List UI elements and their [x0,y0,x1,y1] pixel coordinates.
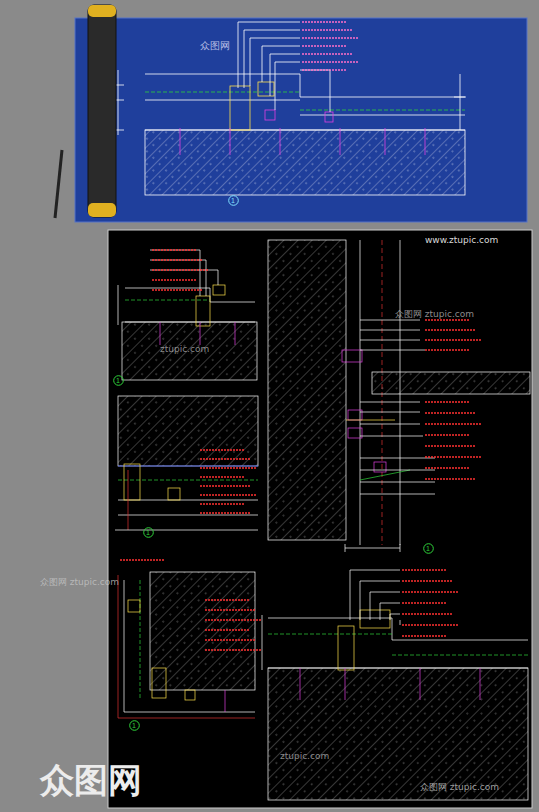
annotation-mark [302,69,347,71]
watermark: 众图网 ztupic.com [40,578,119,588]
paper-roll [88,5,116,217]
callout-number: 1 [113,375,124,386]
watermark: ztupic.com [280,752,329,762]
blue-sheet [75,18,527,222]
annotation-mark [302,21,347,23]
annotation-mark [120,559,165,561]
leader-line [390,614,400,620]
annotation-mark [205,639,256,641]
annotation-mark [302,29,353,31]
annotation-mark [302,37,359,39]
annotation-mark [152,249,197,251]
leader-line [360,350,425,351]
annotation-mark [205,649,262,651]
annotation-mark [425,478,476,480]
annotation-mark [425,401,470,403]
annotation-mark [200,512,251,514]
leader-line [350,570,400,620]
black-sheet [108,230,532,808]
annotation-mark [425,329,476,331]
leader-line [360,402,420,403]
leader-line [360,330,420,331]
annotation-mark [200,503,245,505]
pen [55,150,62,218]
roll-cap [88,203,116,217]
annotation-mark [205,609,256,611]
callout-circle: 1 [129,720,140,731]
annotation-mark [402,635,447,637]
roll-cap [88,5,116,17]
leader-line [360,412,420,413]
annotation-mark [205,629,250,631]
annotation-mark [200,476,245,478]
callout-circle: 1 [228,195,239,206]
annotation-mark [402,602,447,604]
watermark: 众图网 ztupic.com [420,783,499,793]
annotation-mark [152,269,209,271]
annotation-mark [425,434,470,436]
leader-line [370,592,400,620]
annotation-mark [200,458,251,460]
annotation-mark [205,599,250,601]
annotation-mark [425,445,476,447]
annotation-mark [205,619,262,621]
annotation-mark [425,467,470,469]
annotation-mark [425,423,482,425]
callout-number: 1 [143,527,154,538]
website-url: www.ztupic.com [425,236,498,246]
logo-text: 众图网 [40,762,142,799]
leader-line [360,581,400,620]
leader-line [360,458,435,459]
callout-number: 1 [228,195,239,206]
annotation-mark [200,467,257,469]
watermark: 众图网 [200,40,230,51]
annotation-mark [402,624,459,626]
watermark: 众图网 ztupic.com [395,310,474,320]
annotation-mark [302,53,353,55]
annotation-mark [402,613,453,615]
leader-line [360,494,435,495]
leader-line [380,603,400,620]
leader-line [400,620,401,625]
annotation-mark [425,412,476,414]
black-drawings [115,240,530,800]
leader-line [360,436,423,437]
annotation-mark [425,319,470,321]
leader-line [360,470,435,471]
leader-line [360,424,420,425]
annotation-mark [425,456,482,458]
annotation-mark [402,580,453,582]
callout-number: 1 [129,720,140,731]
blue-drawing [112,22,466,195]
annotation-mark [200,494,257,496]
annotation-mark [425,339,482,341]
annotation-mark [152,279,197,281]
callout-circle: 1 [113,375,124,386]
leader-line [360,340,420,341]
annotation-mark [152,289,203,291]
annotation-mark [302,45,347,47]
annotation-mark [200,485,251,487]
annotation-mark [302,61,359,63]
leader-line [360,320,420,321]
annotation-mark [200,449,245,451]
callout-circle: 1 [143,527,154,538]
callout-circle: 1 [423,543,434,554]
annotation-mark [425,349,470,351]
annotation-mark [402,569,447,571]
watermark: ztupic.com [160,345,209,355]
annotation-mark [152,259,203,261]
annotation-mark [402,591,459,593]
callout-number: 1 [423,543,434,554]
leader-line [360,482,435,483]
